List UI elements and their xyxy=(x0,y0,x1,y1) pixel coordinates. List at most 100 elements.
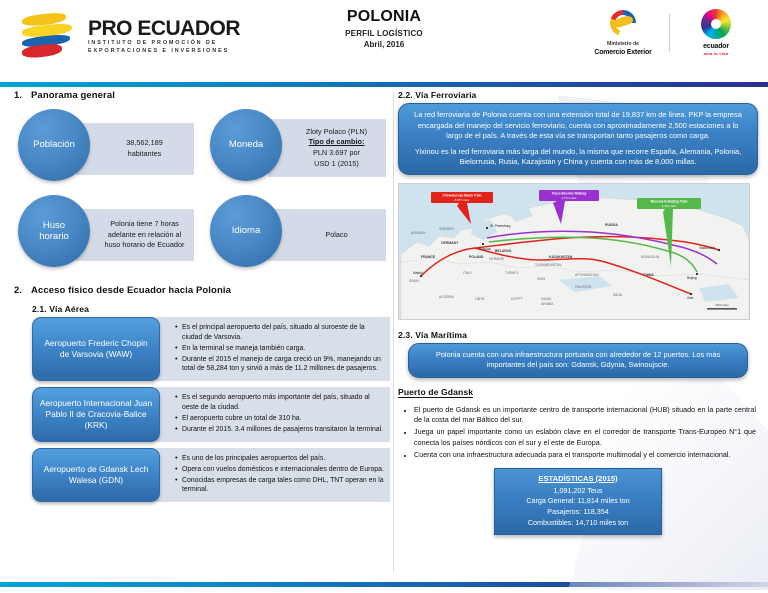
section-2-number: 2. xyxy=(14,285,23,296)
list-item: Opera con vuelos domésticos e internacio… xyxy=(175,464,384,475)
section-2-1-heading: 2.1. Vía Aérea xyxy=(32,304,89,314)
svg-text:GERMANY: GERMANY xyxy=(441,241,459,245)
statistics-line-carga-general: Carga General: 11,814 miles ton xyxy=(526,496,630,506)
list-item: El puerto de Gdansk es un importante cen… xyxy=(414,405,758,426)
statistics-line-combustibles: Combustibles: 14,710 miles ton xyxy=(527,517,629,527)
svg-text:Madrid: Madrid xyxy=(413,271,423,275)
section-2-3-heading: 2.3. Vía Marítima xyxy=(398,329,468,340)
list-item: Es uno de los principales aeropuertos de… xyxy=(175,453,384,464)
right-column: 2.2. Vía Ferroviaria La red ferroviaria … xyxy=(398,90,758,536)
svg-text:TURKEY: TURKEY xyxy=(505,271,519,275)
port-heading: Puerto de Gdansk xyxy=(398,386,474,398)
moneda-rate-line2: USD 1 (2015) xyxy=(314,158,359,168)
airport-name-waw: Aeropuerto Frederic Chopin de Varsovia (… xyxy=(32,317,160,382)
list-item: Durante el 2015 el manejo de carga creci… xyxy=(175,354,384,374)
section-2-heading: 2. Acceso físico desde Ecuador hacia Polo… xyxy=(14,285,390,296)
section-2-title: Acceso físico desde Ecuador hacia Poloni… xyxy=(31,285,231,296)
document-header: PRO ECUADOR INSTITUTO DE PROMOCIÓN DE EX… xyxy=(0,0,768,70)
moneda-value-box: Zloty Polaco (PLN) Tipo de cambio: PLN 3… xyxy=(268,119,386,177)
svg-text:St. Petersburg: St. Petersburg xyxy=(490,224,511,228)
moneda-circle: Moneda xyxy=(210,109,282,181)
railway-callout: La red ferroviaria de Polonia cuenta con… xyxy=(398,103,758,175)
railway-route-map: NORWAY SWEDEN GERMANY FRANCE POLAND BELA… xyxy=(398,182,750,320)
header-accent-bar xyxy=(0,82,768,87)
svg-text:NORWAY: NORWAY xyxy=(411,231,427,235)
svg-text:UKRAINE: UKRAINE xyxy=(489,257,505,261)
panorama-item-huso-horario: Polonia tiene 7 horas adelante en relaci… xyxy=(14,191,196,271)
proecuador-logo: PRO ECUADOR INSTITUTO DE PROMOCIÓN DE EX… xyxy=(22,11,241,60)
svg-text:FRANCE: FRANCE xyxy=(421,255,436,259)
svg-text:POLAND: POLAND xyxy=(469,255,484,259)
svg-text:Moscow: Moscow xyxy=(479,247,491,251)
svg-text:ARABIA: ARABIA xyxy=(541,302,554,306)
railway-paragraph-2: Yixinou es la red ferroviaria más larga … xyxy=(414,146,742,167)
svg-text:Vladivostok: Vladivostok xyxy=(699,246,716,250)
page-title: POLONIA xyxy=(346,8,422,25)
svg-text:SAUDI: SAUDI xyxy=(541,297,551,301)
title-block: POLONIA PERFIL LOGÍSTICO Abril, 2016 xyxy=(0,8,768,49)
svg-text:EGYPT: EGYPT xyxy=(511,297,523,301)
left-column: 1.Panorama general 38,562,189 habitantes… xyxy=(14,90,390,508)
ecuador-brand-name: ecuador xyxy=(703,42,729,50)
panorama-row-2: Polonia tiene 7 horas adelante en relaci… xyxy=(14,191,390,271)
list-item: En la terminal se maneja también carga. xyxy=(175,343,384,354)
airport-name-krk: Aeropuerto Internacional Juan Pablo II d… xyxy=(32,387,160,442)
huso-horario-circle: Huso horario xyxy=(18,195,90,267)
logo-title: PRO ECUADOR xyxy=(88,17,241,41)
list-item: Es el principal aeropuerto del país, sit… xyxy=(175,322,384,342)
svg-text:ALGERIA: ALGERIA xyxy=(439,295,454,299)
svg-text:KAZAKHSTAN: KAZAKHSTAN xyxy=(549,255,573,259)
svg-text:1000 miles: 1000 miles xyxy=(715,303,729,307)
panorama-item-idioma: Polaco Idioma xyxy=(206,191,388,271)
railway-paragraph-1: La red ferroviaria de Polonia cuenta con… xyxy=(414,110,742,141)
airport-facts-krk: Es el segundo aeropuerto más importante … xyxy=(156,387,390,442)
ministry-emblem-icon xyxy=(608,8,638,38)
panorama-row-1: 38,562,189 habitantes Población Zloty Po… xyxy=(14,105,390,185)
statistics-title: ESTADÍSTICAS (2015) xyxy=(538,473,618,483)
svg-text:LIBYA: LIBYA xyxy=(475,297,485,301)
moneda-currency: Zloty Polaco (PLN) xyxy=(305,126,368,136)
ministry-logo: Ministerio de Comercio Exterior xyxy=(587,8,659,57)
list-item: Es el segundo aeropuerto más importante … xyxy=(175,392,384,412)
svg-text:SPAIN: SPAIN xyxy=(409,279,419,283)
svg-text:Trans-Siberian Railway: Trans-Siberian Railway xyxy=(552,191,587,195)
airport-row-gdn: Aeropuerto de Gdansk Lech Walesa (GDN) E… xyxy=(32,447,390,503)
svg-text:ITALY: ITALY xyxy=(463,271,473,275)
map-svg: NORWAY SWEDEN GERMANY FRANCE POLAND BELA… xyxy=(399,183,749,319)
list-item: Conocidas empresas de carga tales como D… xyxy=(175,475,384,495)
huso-horario-value-box: Polonia tiene 7 horas adelante en relaci… xyxy=(76,209,194,261)
statistics-line-teus: 1,091,202 Teus xyxy=(553,485,603,495)
list-item: Juega un papel importante como un eslabó… xyxy=(414,427,758,448)
moneda-rate-label: Tipo de cambio: xyxy=(308,137,365,147)
svg-text:8,077 miles: 8,077 miles xyxy=(455,198,470,202)
page-subtitle: PERFIL LOGÍSTICO xyxy=(345,29,423,38)
svg-text:RUSSIA: RUSSIA xyxy=(605,223,618,227)
maritime-paragraph: Polonia cuenta con una infraestructura p… xyxy=(435,349,721,370)
logo-subtitle-line2: EXPORTACIONES E INVERSIONES xyxy=(88,47,230,54)
page-date: Abril, 2016 xyxy=(363,40,405,49)
panorama-item-moneda: Zloty Polaco (PLN) Tipo de cambio: PLN 3… xyxy=(206,105,388,185)
moneda-rate-line1: PLN 3.697 por xyxy=(312,148,361,157)
airport-row-waw: Aeropuerto Frederic Chopin de Varsovia (… xyxy=(32,317,390,382)
list-item: Cuenta con una infraestructura adecuada … xyxy=(414,450,758,460)
logo-subtitle-line1: INSTITUTO DE PROMOCIÓN DE xyxy=(88,40,218,47)
svg-text:PAKISTAN: PAKISTAN xyxy=(575,285,592,289)
ecuador-brand-tagline: ama la vida xyxy=(703,51,729,57)
poblacion-circle: Población xyxy=(18,109,90,181)
svg-text:4,348 miles: 4,348 miles xyxy=(662,204,677,208)
section-1-number: 1. xyxy=(14,90,23,101)
list-item: Durante el 2015. 3.4 millones de pasajer… xyxy=(175,424,384,435)
statistics-line-pasajeros: Pasajeros: 118,354 xyxy=(547,507,609,517)
logo-divider xyxy=(669,13,670,52)
svg-text:SWEDEN: SWEDEN xyxy=(439,227,454,231)
section-1-heading: 1.Panorama general xyxy=(14,90,390,101)
svg-text:China-Europe Block Train: China-Europe Block Train xyxy=(443,193,482,197)
list-item: El aeropuerto cubre un total de 310 ha. xyxy=(175,413,384,424)
ecuador-brand-logo: ecuador ama la vida xyxy=(680,8,752,57)
statistics-box: ESTADÍSTICAS (2015) 1,091,202 Teus Carga… xyxy=(494,467,662,536)
svg-text:INDIA: INDIA xyxy=(613,293,623,297)
svg-text:AFGHANISTAN: AFGHANISTAN xyxy=(575,273,599,277)
airport-facts-gdn: Es uno de los principales aeropuertos de… xyxy=(156,447,390,503)
panorama-item-poblacion: 38,562,189 habitantes Población xyxy=(14,105,196,185)
footer-accent-bar xyxy=(0,582,768,587)
